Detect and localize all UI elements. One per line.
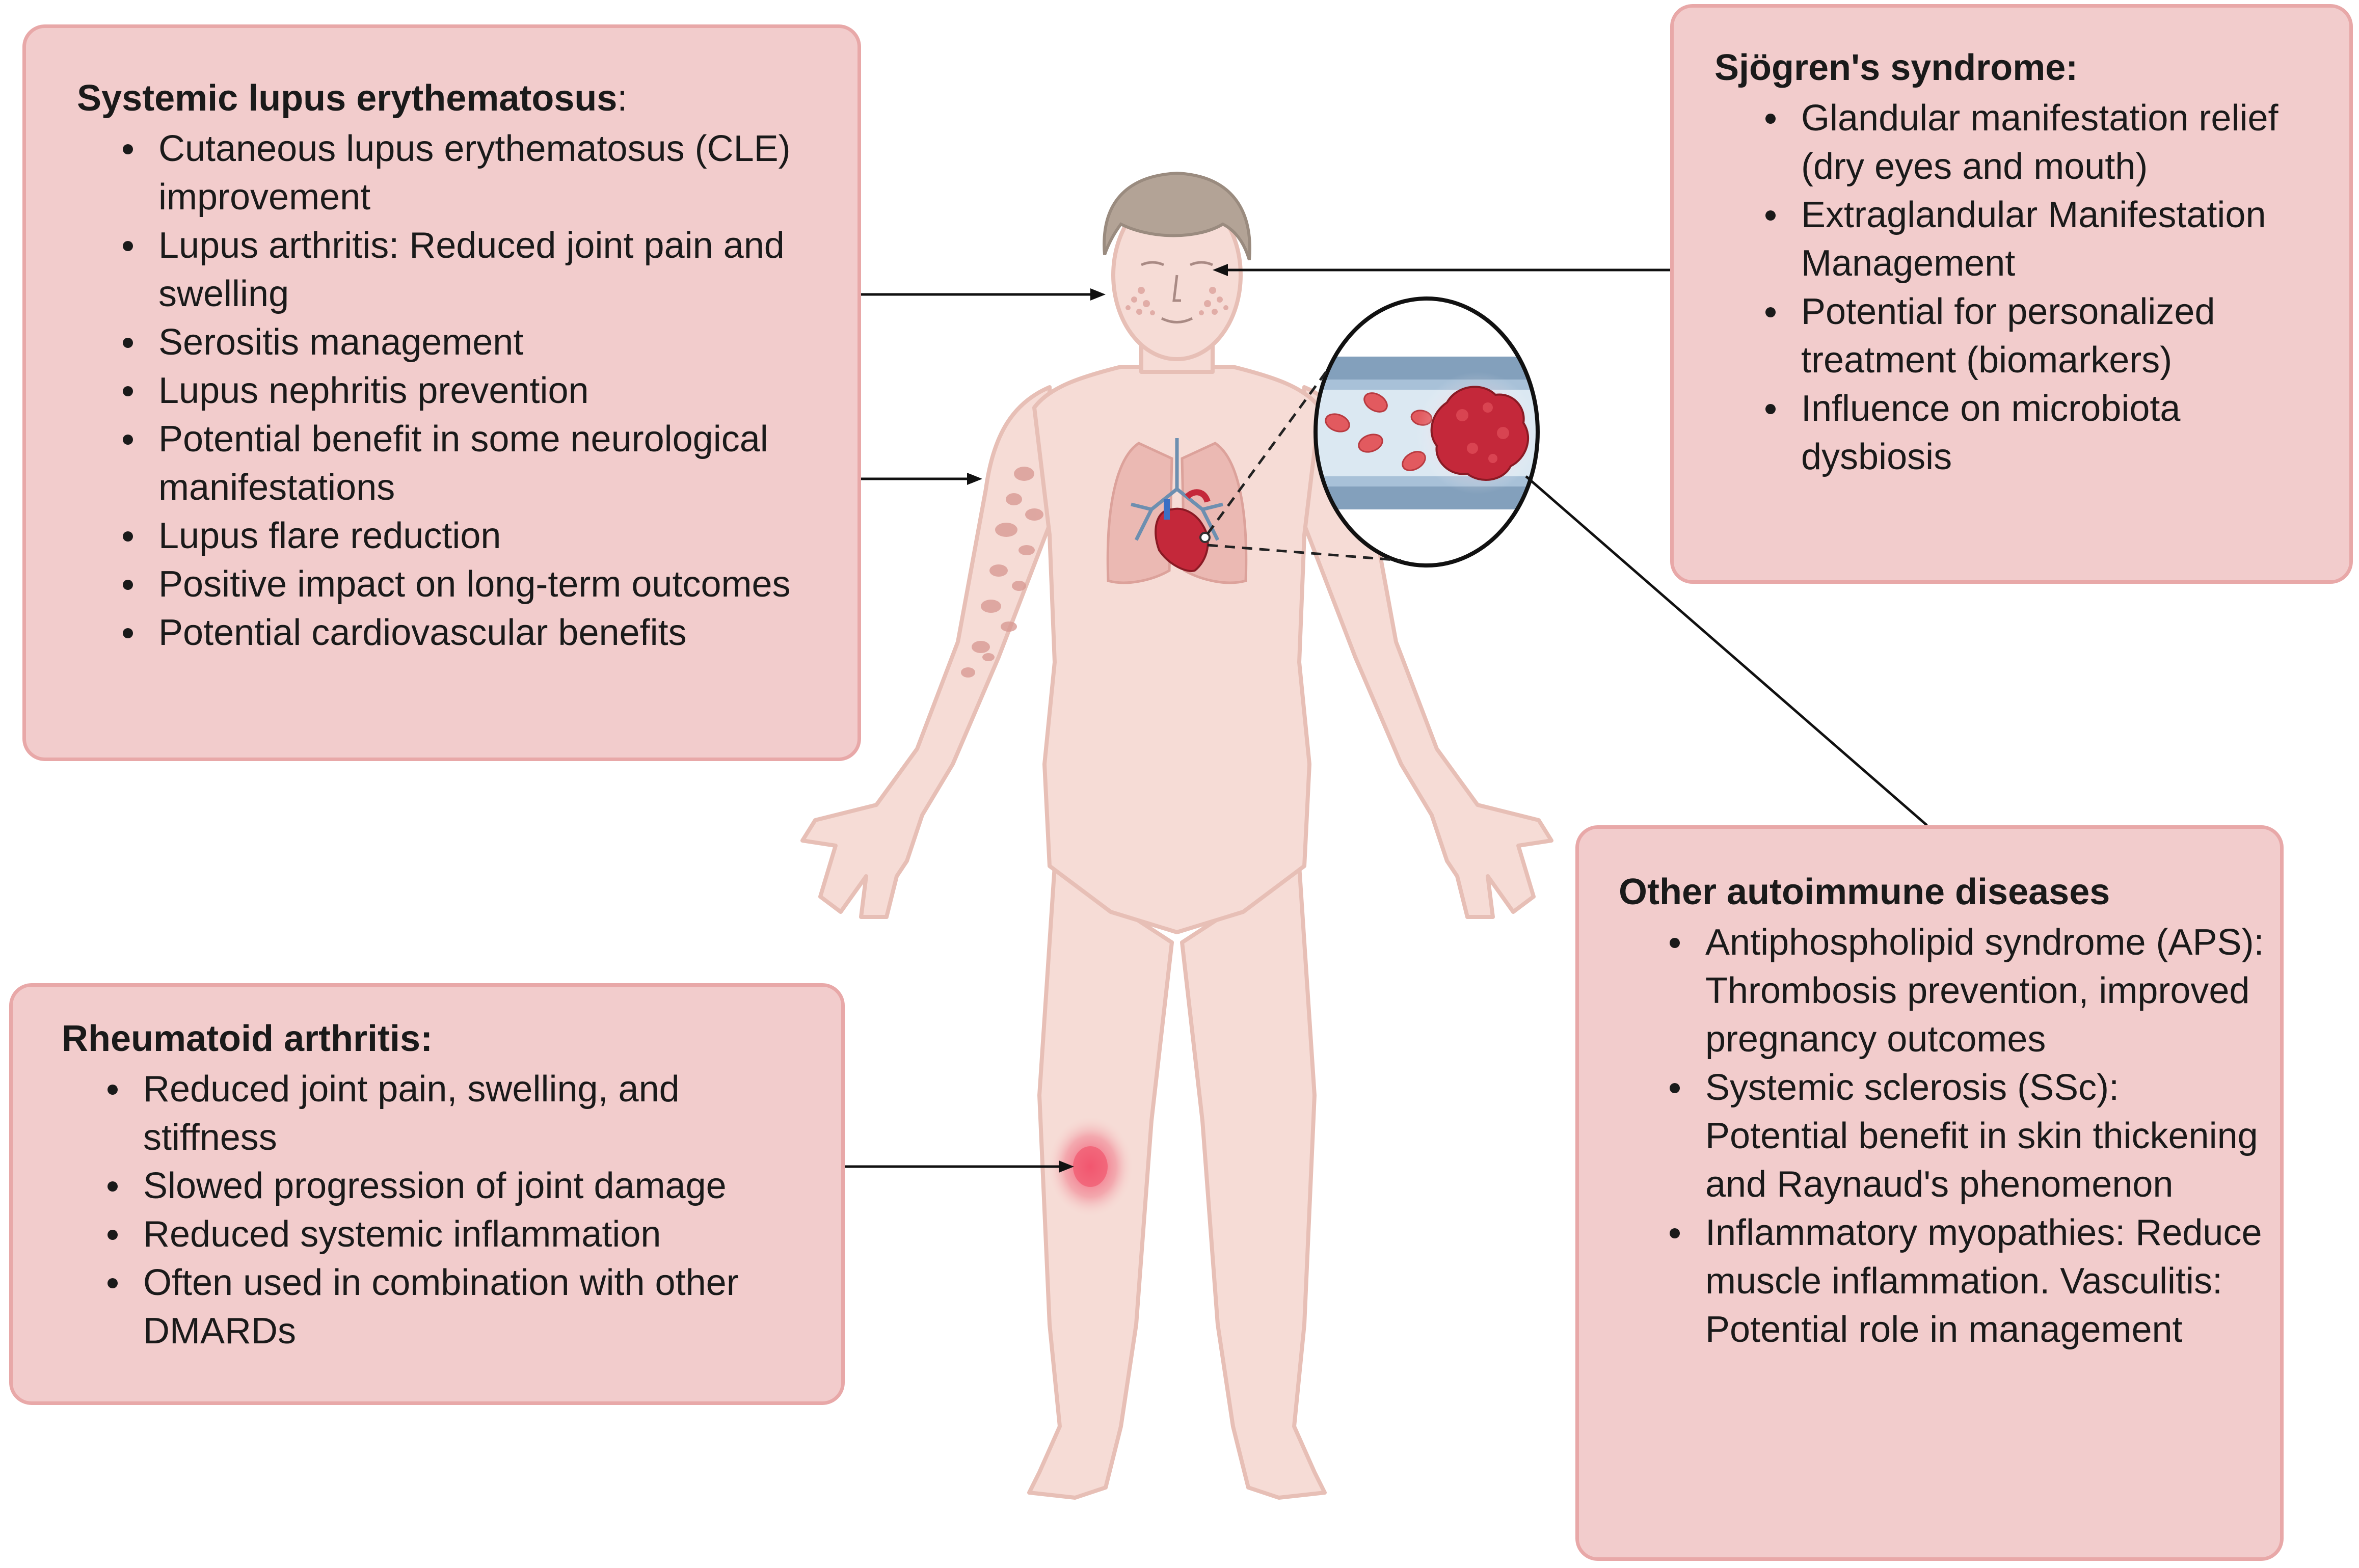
red-blood-cells — [1325, 392, 1433, 471]
list-item: Systemic sclerosis (SSc): Potential bene… — [1670, 1064, 2265, 1209]
body-silhouette — [800, 189, 1553, 1500]
heart — [1155, 489, 1211, 572]
list-item: Potential cardiovascular benefits — [123, 609, 837, 657]
sjogren-box: Sjögren's syndrome: Glandular manifestat… — [1670, 4, 2353, 584]
list-item: Slowed progression of joint damage — [108, 1162, 821, 1210]
arm-skin-lesions — [961, 467, 1043, 678]
sle-title: Systemic lupus erythematosus: — [77, 78, 628, 119]
human-body-figure — [800, 171, 1553, 1500]
list-item: Influence on microbiota dysbiosis — [1765, 385, 2334, 481]
ra-box: Rheumatoid arthritis: Reduced joint pain… — [9, 983, 845, 1405]
list-item: Extraglandular Manifestation Management — [1765, 191, 2334, 288]
list-item: Often used in combination with other DMA… — [108, 1259, 821, 1356]
other-title: Other autoimmune diseases — [1619, 872, 2110, 912]
list-item: Antiphospholipid syndrome (APS): Thrombo… — [1670, 918, 2265, 1064]
knee-inflammation — [1047, 1116, 1134, 1218]
hair — [1103, 171, 1251, 260]
list-item: Lupus flare reduction — [123, 512, 837, 560]
list-item: Lupus nephritis prevention — [123, 367, 837, 415]
connector-lines — [845, 264, 1928, 1173]
list-item: Potential benefit in some neurological m… — [123, 415, 837, 512]
sjogren-title: Sjögren's syndrome: — [1714, 47, 2078, 88]
list-item: Serositis management — [123, 318, 837, 367]
list-item: Potential for personalized treatment (bi… — [1765, 288, 2334, 385]
list-item: Reduced joint pain, swelling, and stiffn… — [108, 1065, 821, 1162]
sjogren-list: Glandular manifestation relief (dry eyes… — [1714, 94, 2334, 481]
list-item: Lupus arthritis: Reduced joint pain and … — [123, 222, 837, 318]
face-features — [1140, 261, 1214, 323]
ra-title: Rheumatoid arthritis: — [62, 1018, 433, 1059]
other-diseases-box: Other autoimmune diseases Antiphospholip… — [1575, 825, 2284, 1561]
ra-list: Reduced joint pain, swelling, and stiffn… — [62, 1065, 821, 1356]
list-item: Glandular manifestation relief (dry eyes… — [1765, 94, 2334, 191]
blood-vessel-zoom-inset — [1313, 296, 1540, 567]
other-list: Antiphospholipid syndrome (APS): Thrombo… — [1619, 918, 2265, 1354]
sle-box: Systemic lupus erythematosus: Cutaneous … — [22, 24, 861, 761]
list-item: Positive impact on long-term outcomes — [123, 560, 837, 609]
malar-rash — [1125, 287, 1228, 315]
zoom-dashed-lines — [1206, 366, 1402, 562]
list-item: Inflammatory myopathies: Reduce muscle i… — [1670, 1209, 2265, 1354]
bronchi — [1131, 438, 1223, 541]
list-item: Reduced systemic inflammation — [108, 1210, 821, 1259]
list-item: Cutaneous lupus erythematosus (CLE) impr… — [123, 125, 837, 222]
blood-clot — [1430, 386, 1529, 481]
other-clot-line — [1525, 475, 1928, 826]
sle-list: Cutaneous lupus erythematosus (CLE) impr… — [77, 125, 837, 657]
